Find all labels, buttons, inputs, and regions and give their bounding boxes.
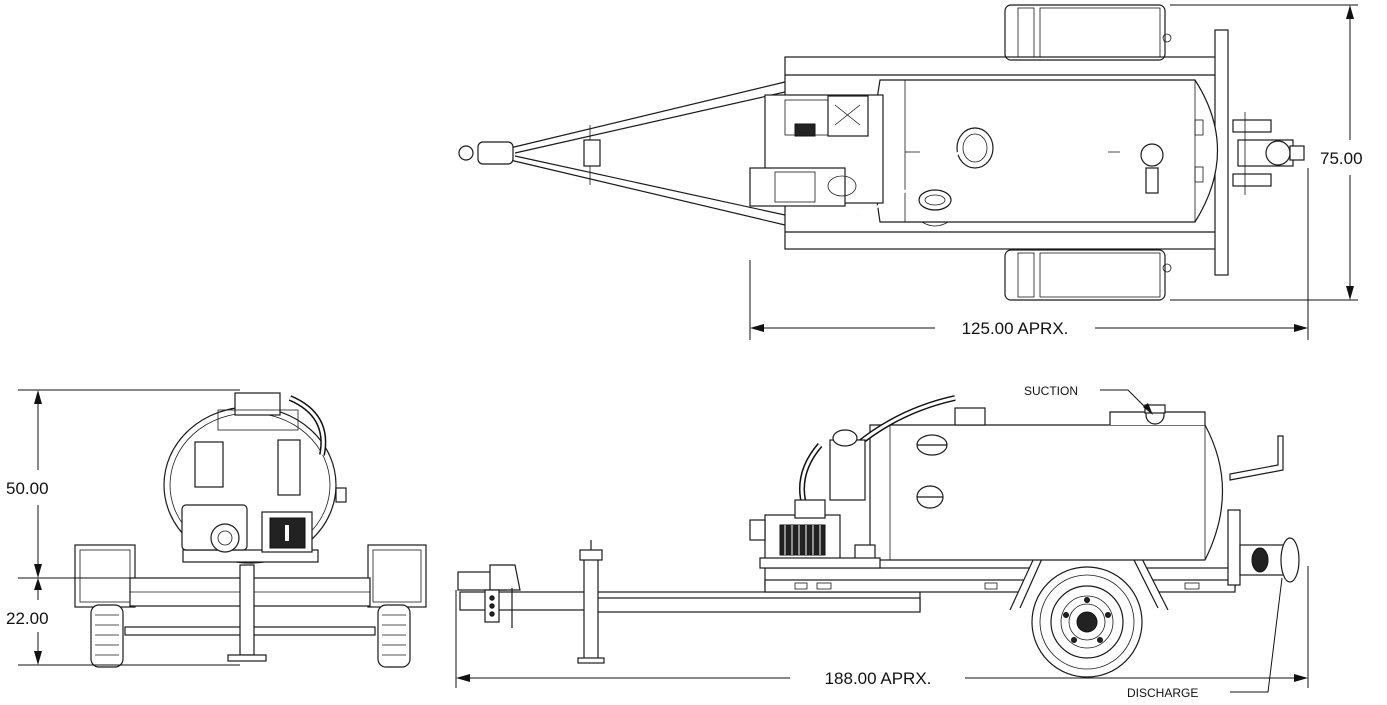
front-view-dimensions [18, 389, 240, 666]
front-frame-height-dimension: 22.00 [6, 609, 49, 628]
side-length-dimension: 188.00 APRX. [825, 669, 932, 688]
front-view [74, 392, 427, 668]
top-width-dimension: 125.00 APRX. [962, 319, 1069, 338]
top-height-dimension: 75.00 [1320, 149, 1363, 168]
suction-callout: SUCTION [1024, 384, 1078, 398]
side-view [457, 395, 1300, 678]
callout-leaders [1100, 389, 1283, 693]
side-view-dimensions [455, 566, 1309, 688]
top-view-dimensions [749, 4, 1358, 340]
front-tank-height-dimension: 50.00 [6, 479, 49, 498]
top-view [458, 4, 1305, 301]
discharge-callout: DISCHARGE [1127, 686, 1198, 700]
